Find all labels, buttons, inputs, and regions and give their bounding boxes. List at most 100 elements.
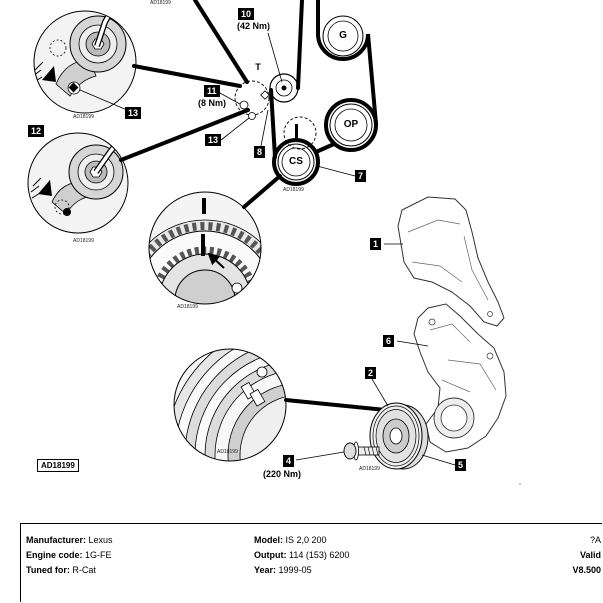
indicator-arrow-icon	[42, 66, 56, 82]
callout-1: 1	[370, 238, 382, 250]
leader-7	[316, 165, 356, 177]
pulley-groove	[372, 405, 420, 467]
cover-bolt	[256, 366, 268, 378]
pulley-label-op: OP	[343, 119, 359, 130]
leader-4	[295, 451, 345, 461]
pulley-label-g: G	[339, 30, 347, 41]
footer-year: Year: 1999-05	[254, 565, 312, 576]
leader-6	[396, 340, 429, 347]
callout-leaders	[79, 32, 456, 466]
bolt-thread	[363, 446, 379, 456]
belt-cs-to-idler	[269, 88, 277, 159]
footer-engine-code: Engine code: 1G-FE	[26, 550, 112, 561]
footer-manufacturer: Manufacturer: Lexus	[26, 535, 113, 546]
leader-13-detail	[79, 89, 128, 111]
upper-timing-mark	[202, 198, 206, 214]
leader-11	[217, 91, 241, 105]
pulley-label-t: T	[255, 62, 261, 72]
footer-tuned-for-value: R-Cat	[72, 565, 96, 575]
pulley-bore	[389, 427, 403, 445]
tensioner-marker	[260, 90, 270, 100]
torque-label-4: (220 Nm)	[263, 469, 302, 479]
pulley-label-cs: CS	[289, 156, 303, 167]
tensioner-detail-view	[33, 10, 137, 114]
indicator-arrow-icon	[38, 180, 52, 196]
pointer-dot	[63, 208, 71, 216]
crankshaft-bolt	[343, 441, 380, 461]
leader-pulley-detail	[284, 398, 388, 412]
footer-model-value: IS 2,0 200	[285, 535, 327, 545]
sprocket-detail-content	[149, 192, 261, 304]
crank-seal	[440, 404, 468, 432]
lower-cover-ribs	[429, 323, 497, 393]
lower-cover-hole	[428, 318, 436, 326]
figure-code-box: AD18199	[37, 459, 79, 472]
footer-right-code: ?A	[589, 535, 601, 545]
callout-8: 8	[254, 146, 266, 158]
adjustment-detail-content	[28, 133, 128, 233]
cs-timing-mark	[295, 124, 298, 138]
footer-right-version: V8.500	[572, 565, 601, 575]
tensioner-assembly	[234, 73, 317, 150]
footer-output-label: Output:	[254, 550, 287, 560]
torque-label-10: (42 Nm)	[237, 21, 271, 31]
footer-output: Output: 114 (153) 6200	[254, 550, 349, 561]
op-pulley	[329, 103, 373, 147]
ref-code-detail-a: AD18199	[73, 114, 94, 120]
belt-on-cs-pulley	[272, 138, 320, 186]
crank-pulley-detail-outline	[173, 348, 287, 462]
footer-model-label: Model:	[254, 535, 283, 545]
sprocket-detail-outline	[148, 191, 262, 305]
leader-sprocket-detail	[242, 174, 282, 209]
lower-timing-mark	[201, 234, 205, 256]
footer-manufacturer-value: Lexus	[88, 535, 113, 545]
stray-dot	[519, 483, 521, 485]
torque-label-11: (8 Nm)	[198, 98, 227, 108]
callout-12: 12	[28, 125, 45, 137]
timing-arrow-icon	[207, 252, 225, 269]
cs-pulley	[277, 143, 315, 181]
pulley-groove	[239, 394, 286, 461]
belt-left-strand	[193, 0, 249, 84]
belt-on-op-pulley	[324, 98, 378, 152]
pulley-timing-mark	[249, 388, 266, 407]
bolt-13	[248, 112, 256, 120]
cs-pulley-face	[281, 147, 311, 177]
footer-engine-code-value: 1G-FE	[85, 550, 112, 560]
leader-2	[371, 378, 389, 407]
ref-code-cs: AD18199	[283, 187, 304, 193]
ref-code-detail-c: AD18199	[177, 304, 198, 310]
belt-g-loop	[316, 0, 378, 126]
ref-code-top: AD18199	[150, 0, 171, 6]
callout-7: 7	[355, 170, 367, 182]
crank-pulley-detail-content	[174, 349, 286, 461]
belt-and-leaders	[119, 0, 388, 412]
upper-timing-cover	[397, 196, 505, 327]
adjustment-detail-view	[27, 132, 129, 234]
footer-tuned-for: Tuned for: R-Cat	[26, 565, 96, 576]
footer-right-valid: Valid	[579, 550, 601, 560]
tensioner-detail-content	[34, 11, 136, 113]
pointer-dashed-circle	[49, 39, 67, 57]
callout-5: 5	[455, 459, 467, 471]
tensioner-detail-outline	[33, 10, 137, 114]
footer-output-value: 114 (153) 6200	[289, 550, 350, 560]
g-pulley	[322, 15, 364, 57]
leader-5	[421, 454, 456, 466]
bolt-13-marker	[68, 82, 79, 93]
sprocket-detail-view	[148, 191, 262, 305]
footer-model: Model: IS 2,0 200	[254, 535, 327, 546]
gear-bolt	[231, 282, 243, 294]
lower-timing-cover	[413, 303, 507, 453]
callout-10: 10	[238, 8, 255, 20]
leader-10	[267, 32, 283, 83]
callout-11: 11	[204, 85, 220, 97]
callout-6: 6	[383, 335, 395, 347]
footer-year-label: Year:	[254, 565, 277, 575]
idler-pulley-bolt	[281, 85, 287, 91]
callout-2: 2	[365, 367, 377, 379]
crank-pulley-detail-view	[173, 348, 287, 462]
ref-code-detail-d: AD18199	[217, 449, 238, 455]
belt-idler-strand	[296, 0, 304, 90]
crankshaft-pulley	[369, 402, 429, 470]
